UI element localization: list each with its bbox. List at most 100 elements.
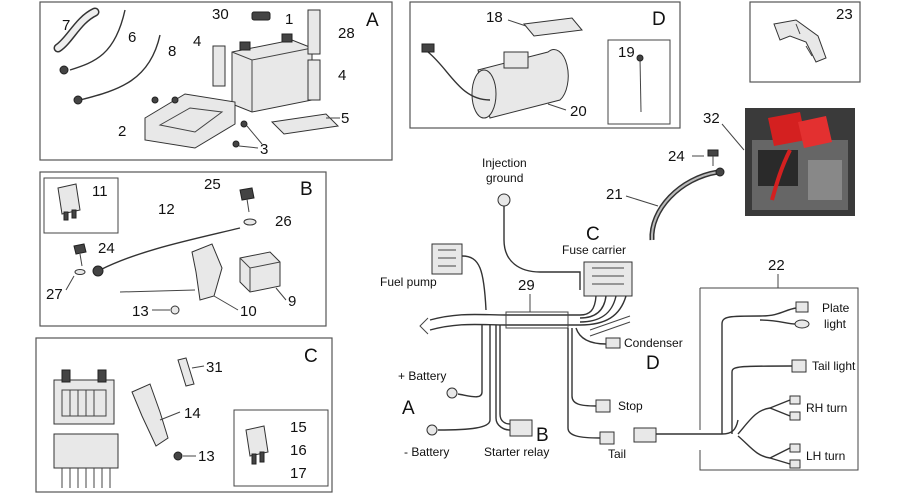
plate-light-connector-1 — [795, 301, 809, 313]
part-number-29: 29 — [518, 277, 535, 294]
part-number-11: 11 — [92, 183, 108, 200]
part-number-24-d: 24 — [668, 148, 685, 165]
part-number-28: 28 — [338, 25, 355, 42]
fuel-pump-connector — [431, 243, 463, 275]
part-number-19: 19 — [618, 44, 635, 61]
group-b-relay: B 11 25 26 12 24 27 10 9 13 — [39, 171, 327, 327]
bracket-14 — [131, 383, 169, 447]
fuse-inset-11 — [43, 177, 119, 234]
part-number-24-b: 24 — [98, 240, 115, 257]
part-number-32: 32 — [703, 110, 720, 127]
screw-25 — [239, 187, 255, 201]
section-letter-b: B — [300, 179, 313, 200]
relay-red-2 — [798, 116, 832, 148]
rear-lights-harness-22: 22 Plate light Tail light RH turn LH tur… — [633, 257, 859, 471]
label-ground: ground — [486, 171, 523, 185]
box-d-frame — [409, 1, 681, 129]
part-number-27: 27 — [46, 286, 63, 303]
part-number-23: 23 — [836, 6, 853, 23]
screw-24-b — [73, 243, 87, 255]
wiring-harness-29: Injection ground 29 Fuel pump C Fuse car… — [380, 156, 683, 461]
bracket-18 — [523, 17, 583, 37]
box-a-frame — [39, 1, 393, 161]
group-23-clip: 23 — [749, 1, 861, 83]
section-letter-c: C — [304, 346, 318, 367]
box-23-frame — [749, 1, 861, 83]
group-c-fuses: C 31 14 13 15 16 17 — [35, 337, 333, 493]
screw-24-d — [707, 149, 719, 157]
part-number-4-right: 4 — [338, 67, 346, 84]
box-c-frame — [35, 337, 333, 493]
part-number-26: 26 — [275, 213, 292, 230]
box-b-frame — [39, 171, 327, 327]
part-number-17: 17 — [290, 465, 307, 482]
part-number-20: 20 — [570, 103, 587, 120]
part-number-10: 10 — [240, 303, 257, 320]
pin-inset-19 — [607, 39, 671, 125]
harness-letter-d: D — [646, 353, 660, 374]
part-number-7: 7 — [62, 17, 70, 34]
label-tail: Tail — [608, 447, 626, 461]
label-plus-battery: + Battery — [398, 369, 446, 383]
nut-13-b — [170, 305, 180, 315]
bracket-10 — [191, 243, 223, 301]
part-number-21: 21 — [606, 186, 623, 203]
washer-26 — [243, 218, 257, 226]
minus-battery-terminal — [426, 424, 438, 436]
relay-9 — [239, 251, 281, 293]
group-a-battery: A 7 6 8 1 30 4 28 4 2 3 — [39, 1, 393, 161]
label-lh-turn: LH turn — [806, 449, 845, 463]
fuse-15-17 — [245, 425, 269, 457]
part-number-2: 2 — [118, 123, 126, 140]
part-number-1: 1 — [285, 11, 293, 28]
ground-terminal — [497, 193, 511, 207]
label-tail-light: Tail light — [812, 359, 856, 373]
relay-red-1 — [768, 112, 806, 146]
plate-light-connector-2 — [794, 319, 810, 329]
part-number-4-left: 4 — [193, 33, 201, 50]
fuse-11 — [57, 183, 81, 215]
cover-31 — [177, 357, 195, 387]
battery-tray-2 — [144, 93, 236, 149]
label-fuel-pump: Fuel pump — [380, 275, 437, 289]
cable-6 — [69, 9, 126, 71]
label-fuse-carrier: Fuse carrier — [562, 243, 626, 257]
label-stop: Stop — [618, 399, 643, 413]
tail-light-connector — [791, 359, 807, 373]
harness-letter-a: A — [402, 398, 415, 419]
pad-4-left — [212, 45, 226, 87]
group-d-condenser: D 18 20 19 — [409, 1, 681, 129]
harness-letter-b: B — [536, 425, 549, 446]
label-minus-battery: - Battery — [404, 445, 449, 459]
rear-harness-plug — [633, 427, 657, 443]
part-number-22: 22 — [768, 257, 785, 274]
pad-28 — [307, 9, 321, 55]
part-number-16: 16 — [290, 442, 307, 459]
label-starter-relay: Starter relay — [484, 445, 549, 459]
part-number-18: 18 — [486, 9, 503, 26]
condenser-connector — [605, 337, 621, 349]
part-number-15: 15 — [290, 419, 307, 436]
bolt-30 — [251, 11, 271, 21]
part-number-5: 5 — [341, 110, 349, 127]
condenser-block — [503, 51, 529, 69]
part-number-13-c: 13 — [198, 448, 215, 465]
label-rh-turn: RH turn — [806, 401, 847, 415]
screw-13-c — [173, 451, 183, 461]
section-letter-d: D — [652, 9, 666, 30]
fuse-carrier-connector — [583, 261, 633, 297]
part-number-31: 31 — [206, 359, 223, 376]
relay-photo-32: 32 — [703, 108, 855, 216]
plus-battery-terminal — [446, 387, 458, 399]
cable-12 — [99, 227, 241, 271]
tail-connector — [599, 431, 615, 445]
stop-connector — [595, 399, 611, 413]
part-number-8: 8 — [168, 43, 176, 60]
condenser-20 — [477, 49, 569, 119]
clip-23 — [773, 19, 827, 63]
part-number-30: 30 — [212, 6, 229, 23]
label-injection: Injection — [482, 156, 527, 170]
part-number-13-b: 13 — [132, 303, 149, 320]
ground-cable-21: 24 21 — [606, 148, 725, 241]
